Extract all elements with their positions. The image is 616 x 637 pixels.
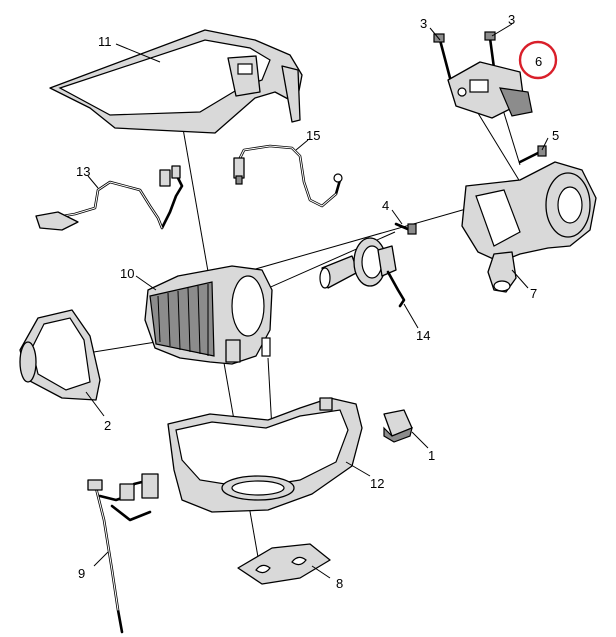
part-4-screw (394, 222, 417, 235)
part-11-upper-shroud (49, 29, 303, 134)
callout-6: 6 (535, 54, 542, 69)
callout-5: 5 (552, 128, 559, 143)
callout-9: 9 (78, 566, 85, 581)
part-13-wiring-harness (35, 165, 184, 231)
callout-15: 15 (306, 128, 320, 143)
callout-10: 10 (120, 266, 134, 281)
part-5-screw (518, 145, 547, 164)
part-2-end-cap (19, 309, 101, 401)
alignment-lines (74, 99, 526, 581)
callout-2: 2 (104, 418, 111, 433)
part-15-wiring-harness (233, 144, 343, 208)
part-3-screw-right (484, 31, 496, 70)
part-3-screw-left (433, 33, 452, 80)
callout-12: 12 (370, 476, 384, 491)
highlight-circle (518, 40, 558, 80)
callout-7: 7 (530, 286, 537, 301)
callout-3-left: 3 (420, 16, 427, 31)
part-12-lower-shroud (167, 397, 363, 513)
callout-labels: 11 3 3 6 5 13 15 4 10 7 14 2 1 12 9 8 (76, 12, 559, 591)
callout-3-right: 3 (508, 12, 515, 27)
part-7-housing (461, 161, 597, 293)
part-14-lock-cylinder (319, 237, 406, 308)
callout-8: 8 (336, 576, 343, 591)
part-8-plate (237, 543, 331, 585)
callout-13: 13 (76, 164, 90, 179)
part-10-lower-housing (144, 265, 273, 365)
callout-4: 4 (382, 198, 389, 213)
callout-14: 14 (416, 328, 430, 343)
part-6-module (447, 61, 533, 119)
callout-1: 1 (428, 448, 435, 463)
callout-leaders (85, 23, 549, 579)
housing-fins (157, 284, 209, 356)
part-9-lever-harness (87, 473, 159, 634)
callout-11: 11 (98, 34, 112, 49)
part-1-cap (383, 409, 413, 443)
